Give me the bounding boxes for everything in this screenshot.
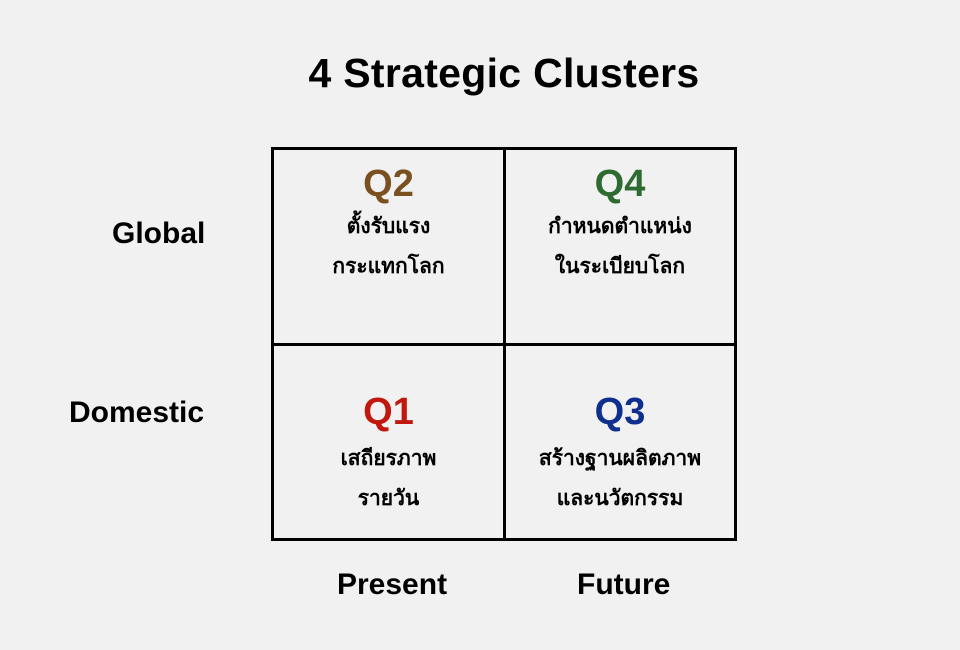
quadrant-q4-line-2: ในระเบียบโลก [554,254,686,278]
quadrant-q1: Q1 เสถียรภาพ รายวัน [274,392,503,518]
horizontal-divider [274,343,734,346]
quadrant-q3-line-1: สร้างฐานผลิตภาพ [538,446,702,470]
quadrant-q4: Q4 กำหนดตำแหน่ง ในระเบียบโลก [506,164,734,286]
x-axis-label-future: Future [577,568,671,601]
diagram-title: 4 Strategic Clusters [308,50,700,96]
quadrant-grid: Q2 ตั้งรับแรง กระแทกโลก Q4 กำหนดตำแหน่ง … [271,147,737,541]
quadrant-q2-label: Q2 [363,163,414,205]
quadrant-q3: Q3 สร้างฐานผลิตภาพ และนวัตกรรม [506,392,734,518]
quadrant-q4-line-1: กำหนดตำแหน่ง [548,214,692,238]
quadrant-q2-line-1: ตั้งรับแรง [346,214,431,238]
quadrant-q1-label: Q1 [363,391,414,433]
quadrant-q2: Q2 ตั้งรับแรง กระแทกโลก [274,164,503,286]
quadrant-q3-label: Q3 [594,391,646,433]
y-axis-label-global: Global [112,217,206,250]
quadrant-q3-line-2: และนวัตกรรม [556,486,684,510]
quadrant-q1-line-1: เสถียรภาพ [340,446,437,470]
quadrant-q1-line-2: รายวัน [357,486,420,510]
x-axis-label-present: Present [337,568,448,601]
quadrant-q4-label: Q4 [594,163,646,205]
quadrant-q2-line-2: กระแทกโลก [332,254,445,278]
y-axis-label-domestic: Domestic [69,396,205,429]
